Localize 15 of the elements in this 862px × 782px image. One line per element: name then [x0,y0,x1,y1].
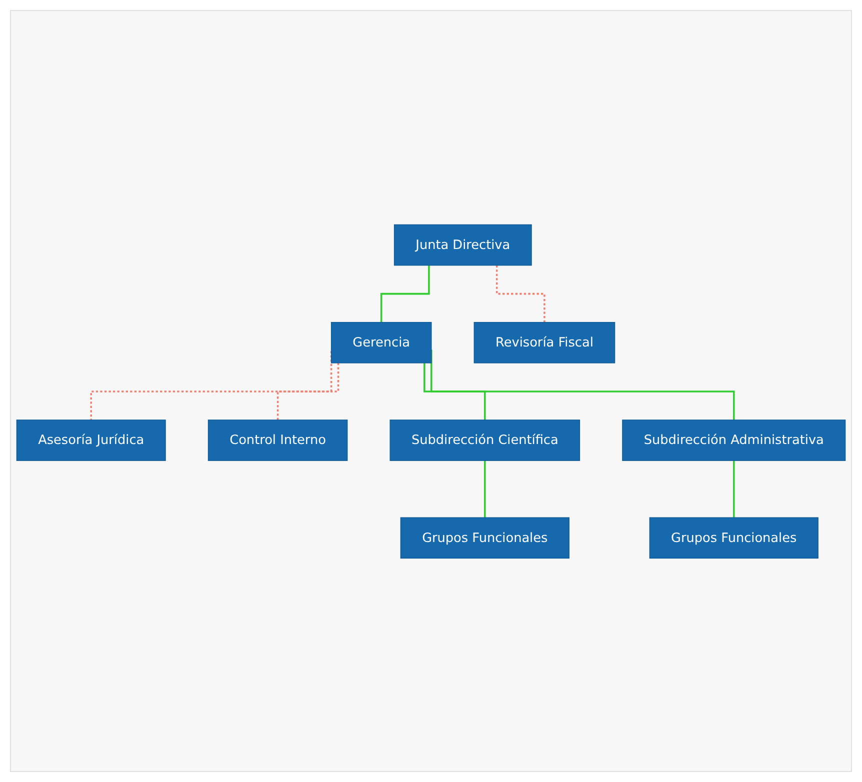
connector [732,460,735,518]
node-box: Gerencia [330,322,432,363]
connector [496,264,546,323]
connector [484,460,486,518]
node-box: Asesoría Jurídica [16,419,166,460]
node-box: Junta Directiva [394,224,532,266]
node-box: Control Interno [208,419,348,460]
connector [276,362,340,420]
node-box: Subdirección Científica [390,419,580,460]
connector [424,362,486,420]
connector [380,264,430,323]
node-box: Grupos Funcionales [649,516,818,558]
node-box: Revisoría Fiscal [474,322,616,363]
node-box: Grupos Funcionales [400,516,570,558]
node-box: Subdirección Administrativa [622,419,846,460]
